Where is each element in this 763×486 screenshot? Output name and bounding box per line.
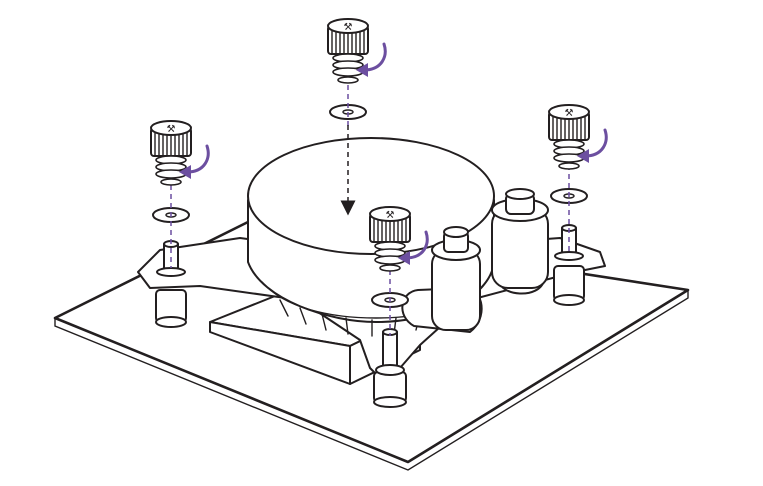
clockwise-arrow-icon (185, 144, 210, 174)
arrow-head (398, 251, 410, 265)
guide-lines (170, 85, 570, 336)
standoff-right (553, 265, 585, 306)
tube-fitting-right (491, 188, 549, 295)
thumbscrew-logo: ⚒ (344, 22, 353, 33)
standoff-front-left (155, 289, 187, 328)
clockwise-arrow-icon (404, 230, 429, 260)
thumbscrew-logo: ⚒ (565, 108, 574, 119)
arrow-head (179, 165, 191, 179)
tube-fitting-left (401, 226, 483, 333)
thumbscrew-icon: ⚒ (327, 18, 369, 84)
clockwise-arrow-icon (362, 42, 387, 72)
thumbscrew-icon: ⚒ (369, 206, 411, 272)
thumbscrew-icon: ⚒ (548, 104, 590, 170)
thumbscrew-logo: ⚒ (386, 210, 395, 221)
standoff-front (373, 371, 407, 408)
clockwise-arrow-icon (583, 128, 608, 158)
arrow-head (356, 63, 368, 77)
thumbscrew-logo: ⚒ (167, 124, 176, 135)
arrow-head (577, 149, 589, 163)
